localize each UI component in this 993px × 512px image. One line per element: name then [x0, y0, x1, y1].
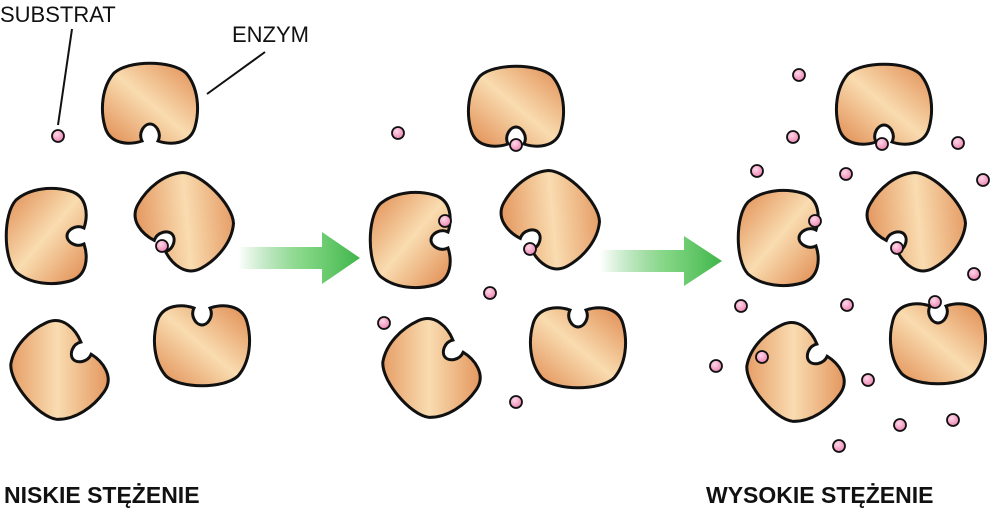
substrate — [861, 373, 875, 387]
substrate-label: SUBSTRAT — [0, 2, 116, 27]
substrate — [377, 316, 391, 330]
substrate — [734, 299, 748, 313]
substrate-leader-line — [57, 28, 73, 126]
substrate — [951, 136, 965, 150]
substrate — [523, 242, 537, 256]
substrate — [438, 214, 452, 228]
low-concentration-label: NISKIE STĘŻENIE — [4, 482, 200, 508]
enzyme — [466, 64, 566, 148]
substrate — [967, 267, 981, 281]
enzyme — [834, 62, 934, 146]
substrate — [509, 138, 523, 152]
enzyme-label: ENZYM — [232, 22, 309, 47]
enzyme — [736, 188, 820, 288]
substrate — [792, 68, 806, 82]
substrate — [391, 126, 405, 140]
substrate — [155, 239, 169, 253]
enzyme — [528, 306, 628, 390]
substrate — [893, 418, 907, 432]
substrate — [483, 286, 497, 300]
enzyme — [368, 190, 452, 290]
substrate — [786, 130, 800, 144]
substrate — [832, 439, 846, 453]
progression-arrow — [238, 232, 360, 284]
substrate — [51, 129, 65, 143]
enzyme — [152, 304, 252, 388]
substrate — [928, 295, 942, 309]
enzyme — [489, 153, 617, 281]
enzyme — [100, 61, 200, 145]
substrate — [755, 350, 769, 364]
substrate — [509, 395, 523, 409]
substrate — [976, 173, 990, 187]
enzyme-leader-line — [206, 51, 266, 95]
high-concentration-label: WYSOKIE STĘŻENIE — [706, 482, 933, 508]
enzyme — [4, 186, 88, 286]
enzyme — [0, 308, 120, 437]
panel-low-concentration — [0, 61, 252, 437]
enzyme — [730, 310, 856, 439]
substrate — [750, 164, 764, 178]
substrate — [840, 298, 854, 312]
panel-medium-concentration — [366, 64, 628, 435]
substrate — [709, 359, 723, 373]
enzyme — [888, 302, 988, 386]
enzyme — [123, 155, 251, 283]
panel-high-concentration — [709, 62, 990, 453]
substrate — [808, 214, 822, 228]
substrate — [890, 241, 904, 255]
substrate — [839, 167, 853, 181]
enzyme — [855, 155, 983, 283]
substrate — [875, 137, 889, 151]
progression-arrow — [600, 236, 722, 286]
substrate — [946, 413, 960, 427]
